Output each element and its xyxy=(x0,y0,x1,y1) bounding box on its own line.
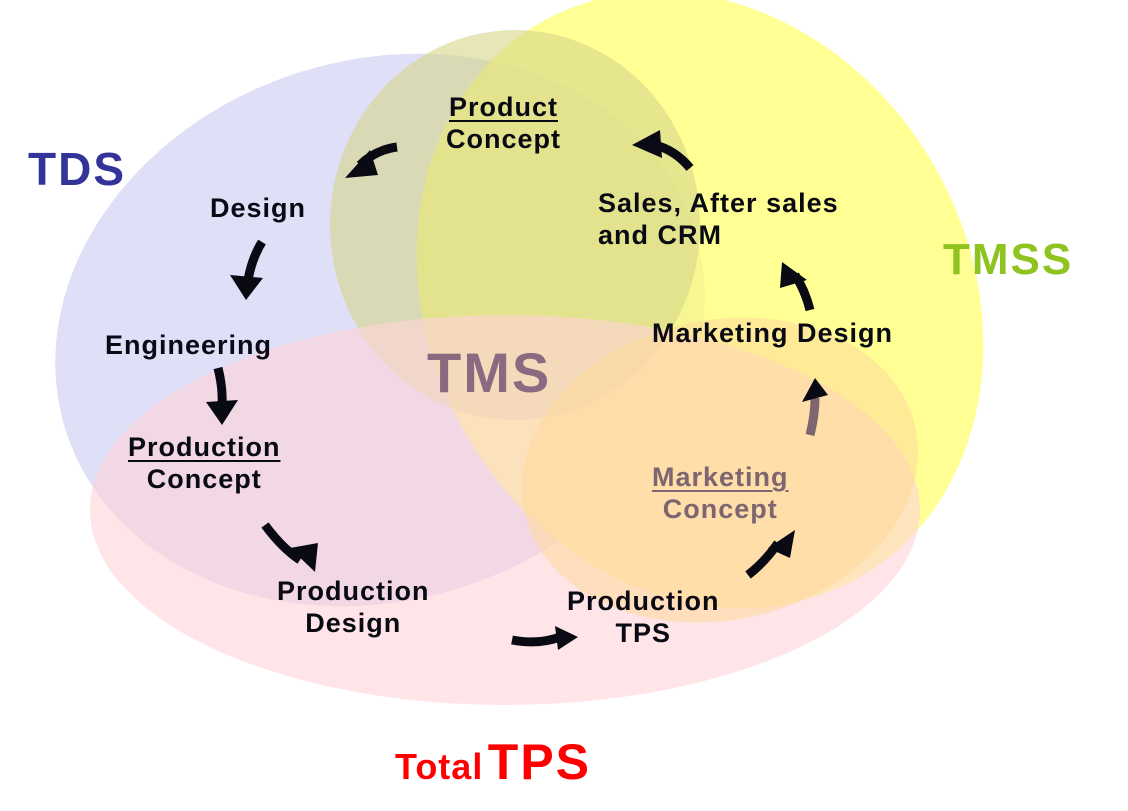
total-tps-label: Total TPS xyxy=(395,733,591,791)
step-production-tps: Production TPS xyxy=(567,586,720,650)
step-production-tps-line1: Production xyxy=(567,586,720,616)
total-tps-name: TPS xyxy=(487,734,592,790)
step-engineering-line1: Engineering xyxy=(105,330,273,360)
step-sales-crm-line2: and CRM xyxy=(598,219,722,250)
step-production-concept-line1: Production xyxy=(128,432,281,462)
step-product-concept-line1: Product xyxy=(448,92,558,122)
step-design-line1: Design xyxy=(210,193,307,223)
arrow-design-to-engineering xyxy=(243,239,266,281)
step-marketing-concept-line1: Marketing xyxy=(652,462,789,492)
tmss-label: TMSS xyxy=(943,235,1074,284)
step-production-design-line1: Production xyxy=(277,576,430,606)
step-sales-crm: Sales, After sales and CRM xyxy=(598,188,839,252)
step-marketing-concept: Marketing Concept xyxy=(652,462,789,526)
arrow-prodconcept-to-proddesign xyxy=(261,522,303,564)
step-production-tps-line2: TPS xyxy=(615,617,671,648)
arrow-mktconcept-to-mktdesign xyxy=(805,397,820,437)
total-tps-prefix: Total xyxy=(395,746,484,787)
step-marketing-design: Marketing Design xyxy=(652,318,893,350)
step-design: Design xyxy=(210,193,306,225)
arrow-engineering-to-prodconcept xyxy=(213,366,227,406)
arrow-proddesign-to-prodtps xyxy=(511,632,562,647)
step-marketing-concept-line2: Concept xyxy=(662,493,778,524)
step-product-concept: Product Concept xyxy=(446,92,561,156)
tds-label: TDS xyxy=(28,143,126,195)
step-engineering: Engineering xyxy=(105,330,272,362)
step-production-design-line2: Design xyxy=(305,607,402,638)
step-sales-crm-line1: Sales, After sales xyxy=(598,188,839,218)
step-production-concept-line2: Concept xyxy=(146,463,262,494)
step-production-design: Production Design xyxy=(277,576,430,640)
arrow-heads xyxy=(206,130,828,650)
step-production-concept: Production Concept xyxy=(128,432,281,496)
step-product-concept-line2: Concept xyxy=(446,123,561,154)
step-marketing-design-line1: Marketing Design xyxy=(652,318,894,348)
tms-label: TMS xyxy=(427,341,552,404)
